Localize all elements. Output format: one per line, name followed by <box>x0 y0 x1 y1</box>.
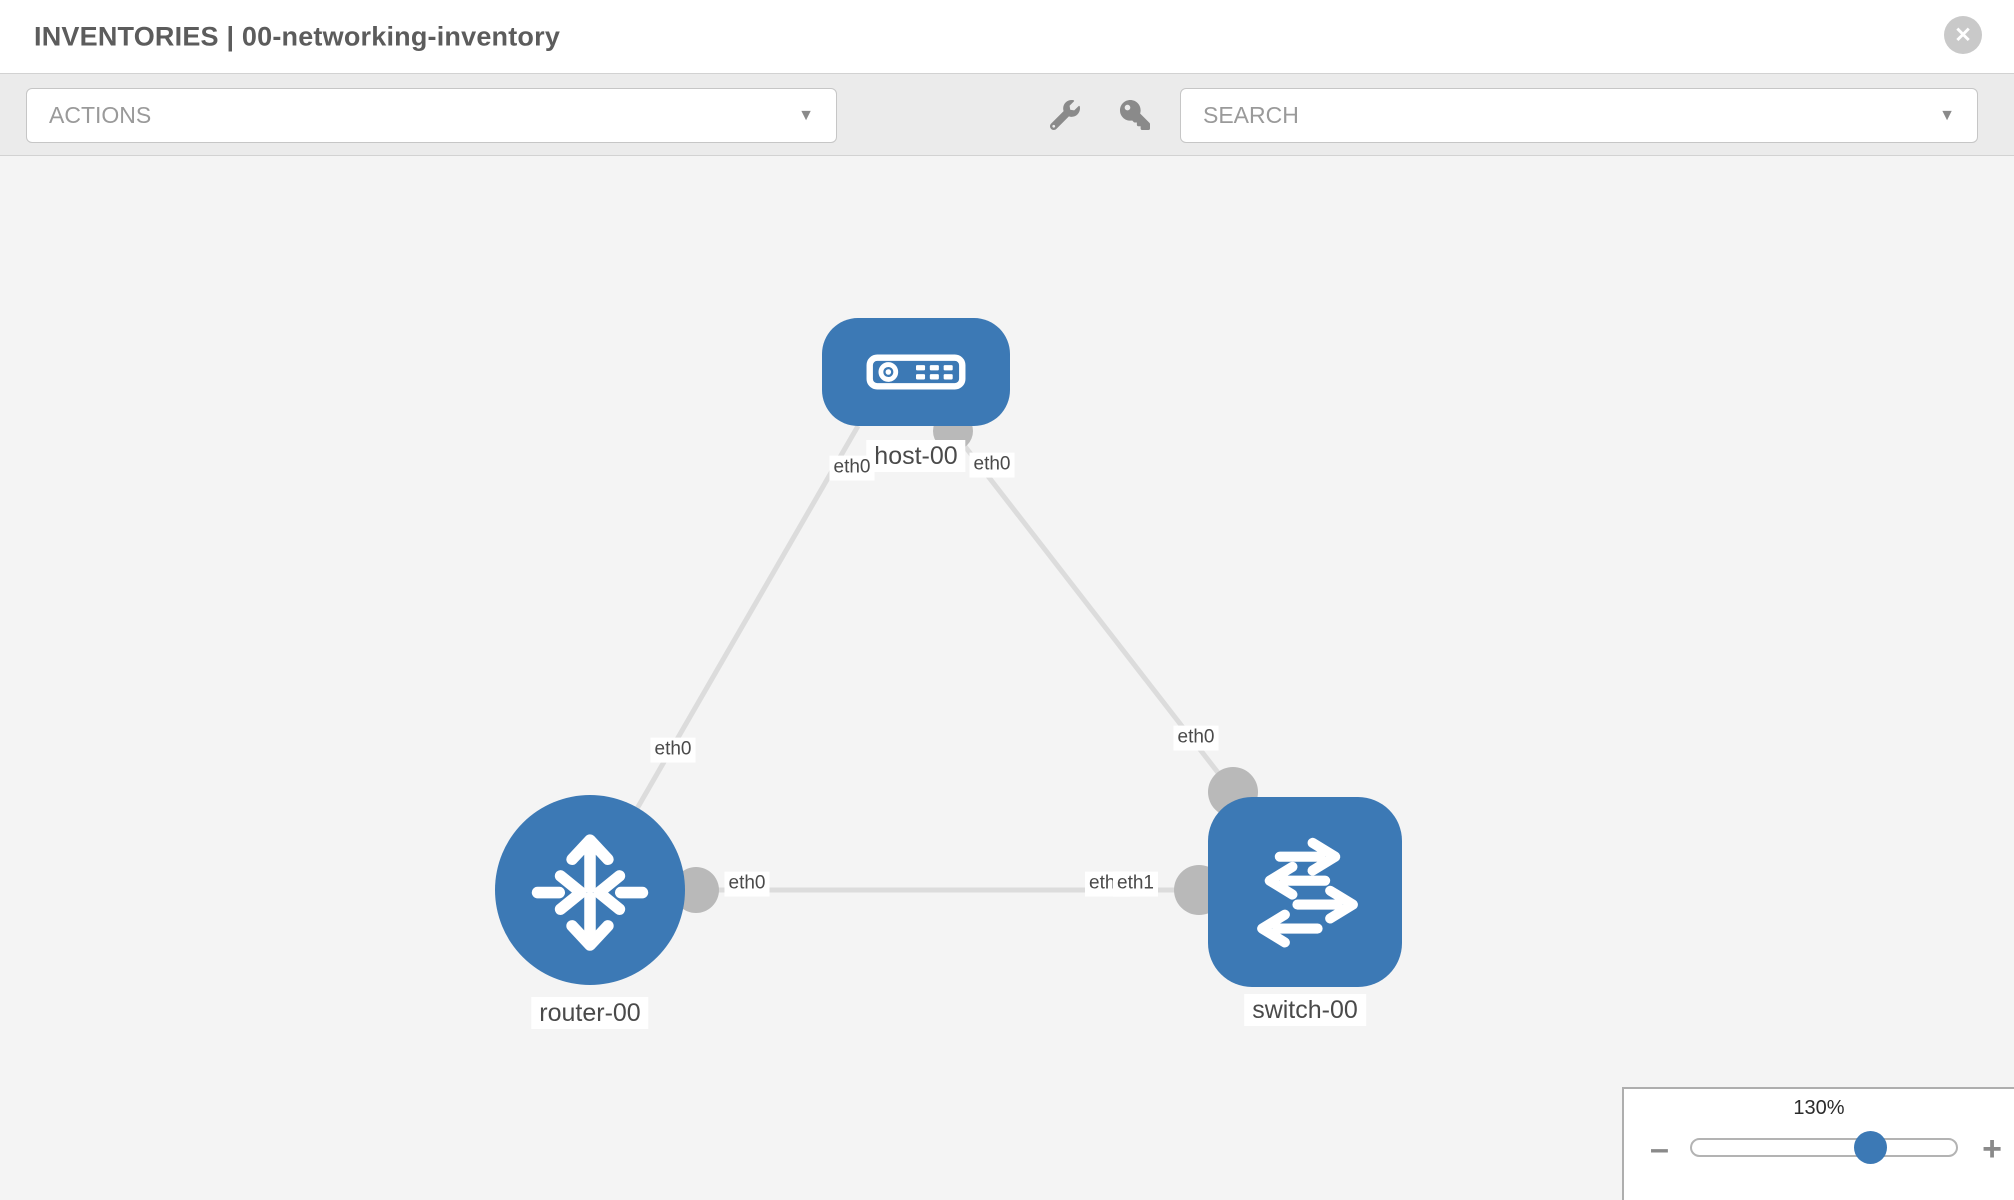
key-icon-glyph <box>1120 99 1150 130</box>
zoom-in-icon[interactable]: + <box>1982 1130 2002 1168</box>
zoom-slider-row: – + <box>1624 1120 2014 1180</box>
iface-label-switch-eth0-up: eth0 <box>1173 725 1219 751</box>
close-icon: ✕ <box>1954 23 1972 47</box>
search-dropdown[interactable]: SEARCH ▼ <box>1180 88 1978 143</box>
switch-icon <box>1257 837 1358 948</box>
iface-label-switch-eth1: eth1 <box>1113 871 1158 897</box>
node-switch-00[interactable] <box>1208 797 1402 987</box>
page-title: INVENTORIES | 00-networking-inventory <box>34 21 561 51</box>
window-header: INVENTORIES | 00-networking-inventory ✕ <box>0 0 2014 73</box>
close-button[interactable]: ✕ <box>1944 16 1982 54</box>
zoom-panel: 130% – + <box>1622 1087 2014 1200</box>
iface-label-host-eth0-right: eth0 <box>969 452 1015 478</box>
chevron-down-icon: ▼ <box>798 106 814 124</box>
iface-label-router-eth0-right: eth0 <box>724 871 770 897</box>
chevron-down-icon: ▼ <box>1939 106 1955 124</box>
wrench-icon[interactable] <box>1047 97 1083 133</box>
node-label-router-00[interactable]: router-00 <box>531 997 649 1029</box>
zoom-slider-track[interactable] <box>1690 1131 1958 1164</box>
links-layer <box>587 411 1258 915</box>
wrench-icon-glyph <box>1050 99 1080 130</box>
host-icon <box>866 354 966 390</box>
search-dropdown-label: SEARCH <box>1203 102 1299 128</box>
key-icon[interactable] <box>1117 97 1153 133</box>
node-label-switch-00[interactable]: switch-00 <box>1244 994 1366 1026</box>
zoom-slider-thumb[interactable] <box>1854 1131 1887 1164</box>
node-label-host-00[interactable]: host-00 <box>866 440 966 472</box>
endpoint-router-right[interactable] <box>673 867 719 913</box>
node-host-00[interactable] <box>822 318 1010 426</box>
zoom-level: 130% <box>1793 1097 1845 1119</box>
actions-dropdown[interactable]: ACTIONS ▼ <box>26 88 837 143</box>
toolbar: ACTIONS ▼ SEARCH ▼ <box>0 73 2014 156</box>
topology-canvas[interactable]: host-00 router-00 switch-00 eth0 eth0 et… <box>0 156 2014 1200</box>
node-router-00[interactable] <box>495 795 685 985</box>
iface-label-host-eth0-left: eth0 <box>829 455 875 481</box>
router-icon <box>531 834 649 951</box>
iface-label-router-eth0-up: eth0 <box>650 737 696 763</box>
zoom-out-icon[interactable]: – <box>1650 1130 1669 1168</box>
actions-dropdown-label: ACTIONS <box>49 102 152 128</box>
